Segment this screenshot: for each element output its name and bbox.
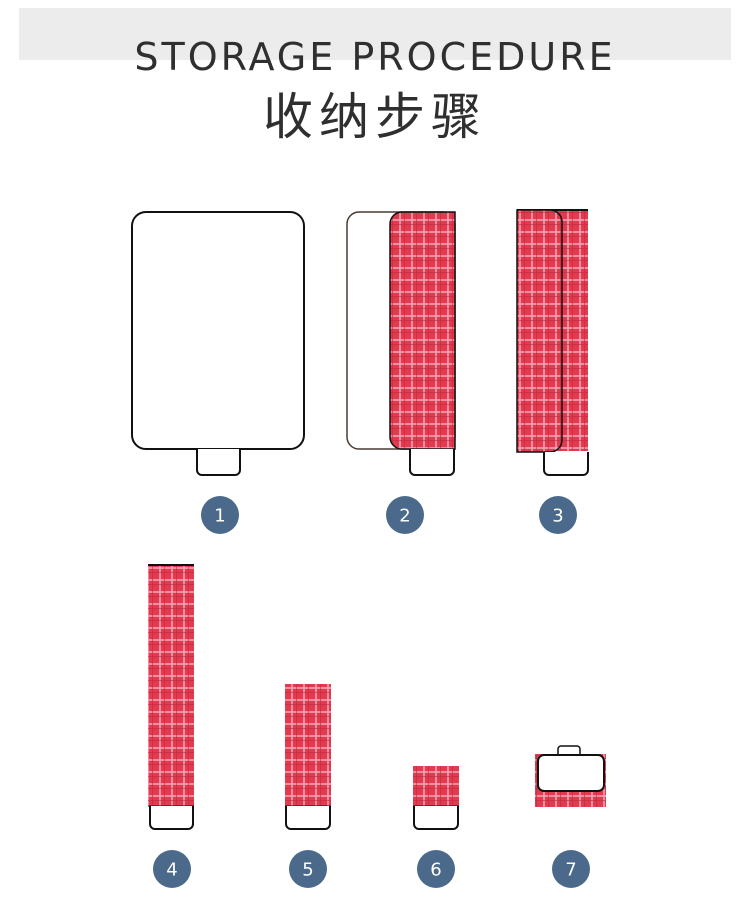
- step-3-handle: [543, 452, 589, 476]
- step-number-6: 6: [430, 860, 441, 881]
- page-title: STORAGE PROCEDURE: [134, 35, 616, 79]
- step-5-illustration: [285, 684, 331, 830]
- step-badge-6: 6: [417, 850, 455, 888]
- step-1-mat: [131, 211, 305, 450]
- step-badge-5: 5: [289, 850, 327, 888]
- step-4-illustration: [148, 564, 194, 830]
- step-number-4: 4: [166, 860, 177, 881]
- step-number-3: 3: [552, 506, 563, 527]
- step-3-front-layer: [516, 209, 563, 453]
- step-2-handle: [409, 449, 455, 476]
- step-badge-4: 4: [153, 850, 191, 888]
- step-1-handle: [196, 449, 241, 476]
- step-6-illustration: [413, 766, 459, 830]
- step-badge-1: 1: [201, 496, 239, 534]
- step-6-handle: [413, 806, 459, 830]
- step-6-roll: [413, 766, 459, 806]
- step-2-illustration: [346, 211, 456, 476]
- step-2-folded-half: [389, 211, 456, 450]
- step-badge-2: 2: [386, 496, 424, 534]
- step-7-illustration: [535, 745, 606, 807]
- step-7-handle: [557, 745, 581, 755]
- step-3-illustration: [516, 209, 589, 476]
- step-badge-3: 3: [539, 496, 577, 534]
- step-badge-7: 7: [552, 850, 590, 888]
- step-number-5: 5: [302, 860, 313, 881]
- step-4-handle: [149, 806, 194, 830]
- step-number-2: 2: [399, 506, 410, 527]
- step-5-handle: [285, 806, 331, 830]
- step-7-flap: [537, 754, 605, 792]
- page-subtitle: 收纳步骤: [263, 88, 487, 146]
- step-number-1: 1: [214, 506, 225, 527]
- step-1-illustration: [131, 211, 305, 476]
- step-number-7: 7: [565, 860, 576, 881]
- step-5-roll: [285, 684, 331, 806]
- step-4-roll: [148, 565, 194, 806]
- header-band: [19, 8, 731, 60]
